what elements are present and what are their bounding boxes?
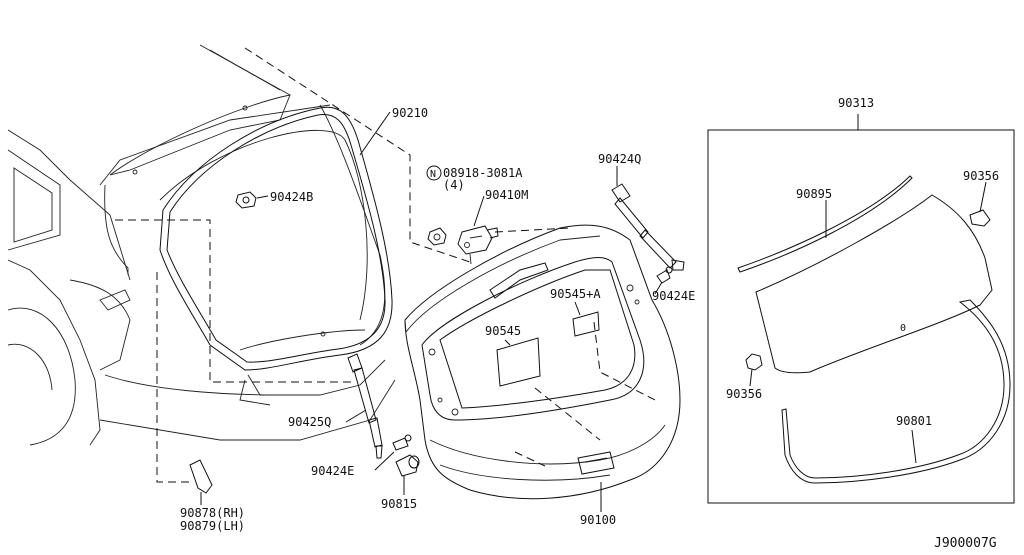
nut-90424B xyxy=(235,191,257,209)
leader-lines xyxy=(200,111,987,512)
label-08918-3081A: 08918-3081A xyxy=(443,166,523,180)
vehicle-body xyxy=(7,44,396,446)
reference-lines-center xyxy=(494,227,656,467)
label-90424E-right: 90424E xyxy=(652,289,695,303)
label-90895: 90895 xyxy=(796,187,832,201)
gas-stay-90424Q xyxy=(611,183,685,271)
glass-mark: 0 xyxy=(900,323,906,334)
label-90100: 90100 xyxy=(580,513,616,527)
label-90878-rh: 90878(RH) xyxy=(180,506,245,520)
label-08918-qty: (4) xyxy=(443,178,465,192)
label-90210: 90210 xyxy=(392,106,428,120)
label-90801: 90801 xyxy=(896,414,932,428)
ball-stud-90424E-right xyxy=(656,266,673,284)
label-90356-top: 90356 xyxy=(963,169,999,183)
clip-90878-90879 xyxy=(189,459,213,494)
lock-actuator-90410M xyxy=(457,225,499,265)
label-90313: 90313 xyxy=(838,96,874,110)
label-90410M: 90410M xyxy=(485,188,528,202)
label-90424Q: 90424Q xyxy=(598,152,641,166)
label-90425Q: 90425Q xyxy=(288,415,331,429)
ball-stud-90424E-left xyxy=(392,434,412,451)
label-90545: 90545 xyxy=(485,324,521,338)
label-90356-left: 90356 xyxy=(726,387,762,401)
weatherstrip-90210 xyxy=(159,106,393,371)
label-90424E-left: 90424E xyxy=(311,464,354,478)
label-nut-symbol: N xyxy=(430,169,436,180)
gas-stay-90425Q xyxy=(347,353,383,459)
label-90424B: 90424B xyxy=(270,190,313,204)
label-stickers xyxy=(496,311,600,387)
reference-lines-left xyxy=(115,47,471,483)
diagram-code: J900007G xyxy=(934,536,997,551)
bumper-90815 xyxy=(395,454,420,477)
part-labels: 90210 90424B N 08918-3081A (4) 90410M 90… xyxy=(180,96,999,551)
label-90545A: 90545+A xyxy=(550,287,601,301)
nut-symbol-icon xyxy=(426,165,442,181)
rear-glass-90313 xyxy=(737,175,1011,484)
label-90879-lh: 90879(LH) xyxy=(180,519,245,533)
nut-08918-3081A xyxy=(427,227,447,246)
back-door-90100 xyxy=(404,224,681,500)
label-90815: 90815 xyxy=(381,497,417,511)
glass-assembly-box xyxy=(707,114,1015,504)
